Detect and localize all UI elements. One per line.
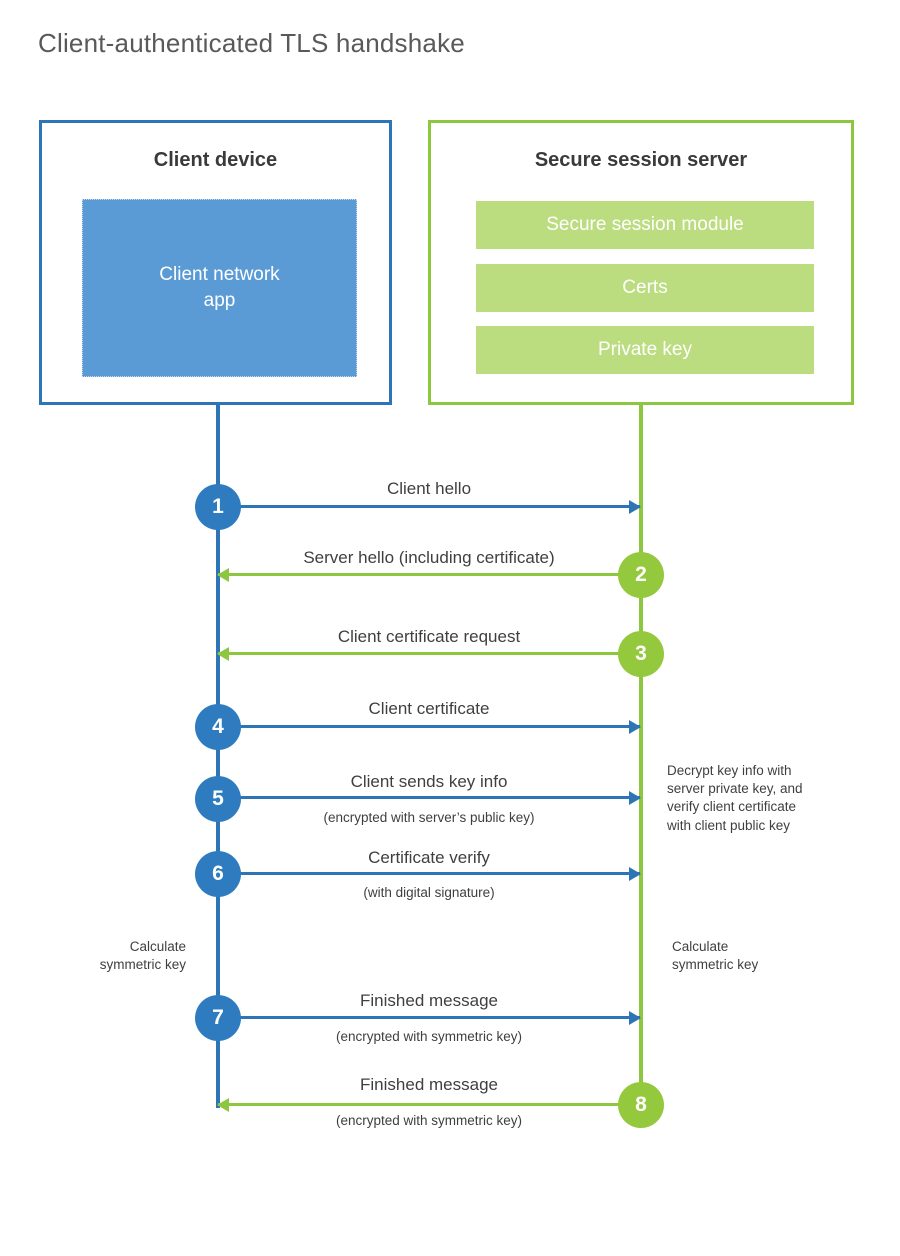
client-device-title: Client device <box>153 149 278 171</box>
step-7-label: Finished message <box>360 991 498 1010</box>
client-network-app-label: Client network app <box>159 262 279 313</box>
step-3-arrow <box>217 646 640 661</box>
step-6-arrow <box>218 866 641 881</box>
arrow-head-icon <box>629 866 641 881</box>
step-4-label: Client certificate <box>368 699 490 718</box>
server-bar-label: Private key <box>598 339 692 360</box>
client-network-app-block: Client network app <box>82 199 357 377</box>
step-5-label: Client sends key info <box>350 772 508 791</box>
step-2-arrow <box>217 567 640 582</box>
client-calc-note-line2: symmetric key <box>99 957 186 973</box>
server-calc-note-line2: symmetric key <box>672 957 759 973</box>
server-bar-label: Certs <box>622 277 668 298</box>
server-bar-private-key: Private key <box>476 326 814 374</box>
server-calculate-symmetric-key-note: Calculate symmetric key <box>672 938 852 974</box>
client-calculate-symmetric-key-note: Calculate symmetric key <box>30 938 186 974</box>
step-1-arrow <box>218 499 641 514</box>
arrow-head-icon <box>217 1097 229 1112</box>
step-7-sublabel: (encrypted with symmetric key) <box>335 1029 523 1044</box>
arrow-head-icon <box>217 646 229 661</box>
step-7-marker: 7 <box>195 995 241 1041</box>
arrow-head-icon <box>629 719 641 734</box>
client-network-app-label-line1: Client network <box>159 264 280 286</box>
step-5-sublabel: (encrypted with server’s public key) <box>323 810 535 825</box>
client-calc-note-line1: Calculate <box>129 939 186 954</box>
server-bar-secure-session-module: Secure session module <box>476 201 814 249</box>
step-3-label: Client certificate request <box>337 627 521 646</box>
step-2-label: Server hello (including certificate) <box>303 548 555 567</box>
step-8-sublabel: (encrypted with symmetric key) <box>335 1113 523 1128</box>
step-6-label: Certificate verify <box>368 848 490 867</box>
step-5-arrow <box>218 790 641 805</box>
step-5-marker: 5 <box>195 776 241 822</box>
step-6-marker: 6 <box>195 851 241 897</box>
step-4-marker: 4 <box>195 704 241 750</box>
arrow-head-icon <box>629 1010 641 1025</box>
page-title: Client-authenticated TLS handshake <box>38 28 465 58</box>
step-6-sublabel: (with digital signature) <box>363 885 495 900</box>
client-device-box: Client device Client network app <box>39 120 392 405</box>
step-3-marker: 3 <box>618 631 664 677</box>
server-calc-note-line1: Calculate <box>672 939 729 954</box>
server-bar-certs: Certs <box>476 264 814 312</box>
server-decrypt-note: Decrypt key info with server private key… <box>667 762 847 835</box>
arrow-head-icon <box>629 499 641 514</box>
step-7-arrow <box>218 1010 641 1025</box>
client-lifeline <box>216 405 220 1108</box>
arrow-head-icon <box>217 567 229 582</box>
step-1-label: Client hello <box>386 479 472 498</box>
arrow-head-icon <box>629 790 641 805</box>
step-1-marker: 1 <box>195 484 241 530</box>
step-8-label: Finished message <box>360 1075 498 1094</box>
server-lifeline <box>639 405 643 1105</box>
secure-session-server-box: Secure session server Secure session mod… <box>428 120 854 405</box>
step-8-arrow <box>217 1097 640 1112</box>
server-decrypt-note-line4: with client public key <box>667 817 791 833</box>
server-decrypt-note-line3: verify client certificate <box>667 799 797 815</box>
step-2-marker: 2 <box>618 552 664 598</box>
secure-session-server-title: Secure session server <box>534 149 748 171</box>
step-8-marker: 8 <box>618 1082 664 1128</box>
client-network-app-label-line2: app <box>203 290 236 311</box>
server-decrypt-note-line1: Decrypt key info with <box>667 763 792 778</box>
server-bar-label: Secure session module <box>546 214 744 235</box>
step-4-arrow <box>218 719 641 734</box>
server-decrypt-note-line2: server private key, and <box>667 781 803 797</box>
